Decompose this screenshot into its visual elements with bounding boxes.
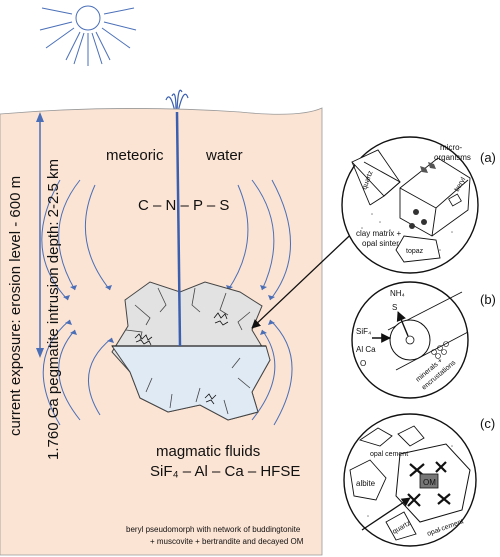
elements-label: C – N – P – S [138,197,229,214]
magmatic-elements-label: SiF₄ – Al – Ca – HFSE [150,463,300,480]
topaz-label: topaz [406,248,424,255]
meteoric-channel [175,111,182,347]
crystals [125,287,251,415]
pointer-arrow [251,221,365,329]
s-label: S [392,303,397,312]
erosion-label: current exposure: erosion level - 600 m [7,176,24,436]
o-label: O [360,359,366,368]
micro-label-2: organisms [434,153,471,162]
panel-c-letter: (c) [480,416,495,431]
caption-line-2: + muscovite + bertrandite and decayed OM [150,537,304,546]
sun-icon [39,5,137,66]
fluid-fill [111,345,271,421]
alca-label: Al Ca [356,345,376,354]
mineral-clusters [134,312,229,405]
clay-label-1: clay matrix + [356,229,401,238]
nh4-label: NH₄ [390,289,405,298]
depth-label: 1.760 Ga pegmatite intrusion depth: 2-2.… [45,159,62,460]
water-label: water [205,147,243,164]
panel-a: (a) micro- organisms quartz beryl clay m… [341,136,496,274]
micro-label-1: micro- [440,143,463,152]
sif4-label: SiF₄ [356,327,371,336]
meteoric-label: meteoric [106,147,164,164]
caption-line-1: beryl pseudomorph with network of buddin… [126,525,301,534]
panel-c: (c) opal cement albite OM quartz opal ce… [343,413,495,547]
magmatic-label: magmatic fluids [156,443,260,460]
panel-b: (b) NH₄ S SiF₄ Al Ca O minerals + encrus… [351,281,496,399]
flow-arrowheads [63,285,275,343]
clay-label-2: opal sinter [362,239,399,248]
panel-b-letter: (b) [480,292,496,307]
opal-cement-label-1: opal cement [370,451,408,458]
albite-label: albite [356,479,376,488]
om-label: OM [423,478,436,487]
meteoric-flow-arrows [41,179,293,426]
panel-a-letter: (a) [480,150,496,165]
